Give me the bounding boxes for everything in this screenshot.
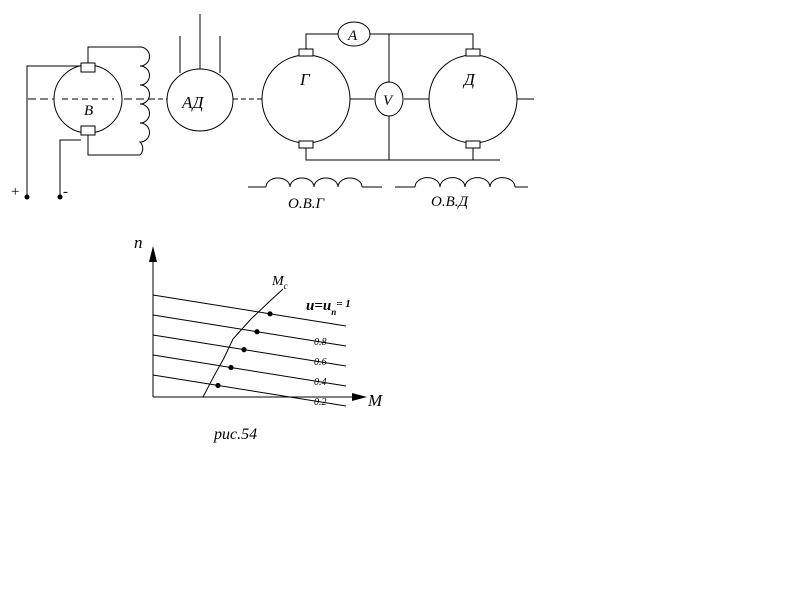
- operating-point-2: [241, 347, 247, 353]
- x-axis-label: M: [367, 391, 383, 410]
- ammeter: А: [337, 21, 371, 47]
- voltmeter-label: V: [383, 93, 394, 109]
- motor-field-winding: О.В.Д: [395, 177, 528, 210]
- y-axis-arrow: [149, 246, 157, 262]
- loop-wire-top-left: [305, 33, 338, 49]
- generator-brush-bottom: [298, 140, 314, 149]
- motor-label: Д: [462, 70, 476, 89]
- series-group: u=un= 1 0.8 0.6 0.4 0.2: [152, 294, 351, 408]
- gen-field-label: О.В.Г: [288, 196, 325, 212]
- motor-brush-bottom: [465, 140, 481, 149]
- x-axis-arrow: [352, 393, 367, 401]
- load-characteristic-curve: [202, 288, 284, 398]
- exciter-label: В: [84, 103, 93, 119]
- series-line-1: [152, 314, 347, 347]
- motor-armature: [428, 54, 518, 144]
- generator-armature: [261, 54, 351, 144]
- induction-motor-label: АД: [181, 93, 205, 112]
- exciter-brush-bottom: [80, 125, 96, 136]
- generator-brush-top: [298, 48, 314, 57]
- dc-motor-machine: Д: [428, 48, 534, 149]
- voltmeter-body: [374, 81, 404, 117]
- loop-wire-bottom: [305, 148, 500, 161]
- load-curve-label: Mc: [271, 274, 288, 291]
- motor-field-label: О.В.Д: [431, 194, 469, 210]
- figure-caption: рис.54: [213, 426, 257, 443]
- exciter-field-coil: [138, 46, 150, 156]
- speed-torque-chart: n M Mc u=un= 1 0.8 0.6 0.4 0.2: [134, 233, 383, 410]
- exciter-brush-top: [80, 62, 96, 73]
- exciter-minus-lead: [59, 139, 81, 197]
- gen-field-coil: [265, 177, 363, 188]
- series-line-2: [152, 334, 347, 367]
- voltmeter: V: [374, 81, 404, 117]
- circuit-schematic: В + - АД Г: [11, 14, 534, 212]
- series-label-3: 0.4: [314, 377, 327, 388]
- series-label-2: 0.6: [314, 357, 327, 368]
- generator-field-winding: О.В.Г: [248, 177, 382, 212]
- exciter-machine: В + -: [11, 46, 150, 200]
- series-line-4: [152, 374, 347, 407]
- plus-terminal[interactable]: [24, 194, 30, 200]
- exciter-plus-lead: [26, 65, 81, 197]
- series-label-0: u=un= 1: [306, 298, 351, 317]
- y-axis-label: n: [134, 233, 143, 252]
- operating-point-0: [267, 311, 273, 317]
- generator-machine: Г: [261, 48, 351, 149]
- plus-label: +: [11, 184, 19, 200]
- loop-wire-top-right: [370, 33, 474, 49]
- series-label-4: 0.2: [314, 397, 327, 408]
- operating-point-4: [215, 382, 221, 389]
- motor-brush-top: [465, 48, 481, 57]
- ammeter-body: [337, 21, 371, 47]
- series-label-1: 0.8: [314, 337, 327, 348]
- minus-terminal[interactable]: [57, 194, 63, 200]
- armature-loop: [305, 33, 500, 161]
- operating-point-3: [228, 364, 234, 371]
- series-line-0: [152, 294, 347, 327]
- ammeter-label: А: [347, 28, 358, 44]
- exciter-field-lead-bottom: [87, 135, 140, 156]
- generator-label: Г: [299, 70, 311, 89]
- motor-field-coil: [414, 177, 516, 188]
- exciter-field-lead-top: [87, 46, 140, 63]
- series-line-3: [152, 354, 347, 387]
- induction-motor: АД: [150, 14, 262, 132]
- minus-label: -: [63, 184, 68, 200]
- operating-point-1: [254, 329, 260, 335]
